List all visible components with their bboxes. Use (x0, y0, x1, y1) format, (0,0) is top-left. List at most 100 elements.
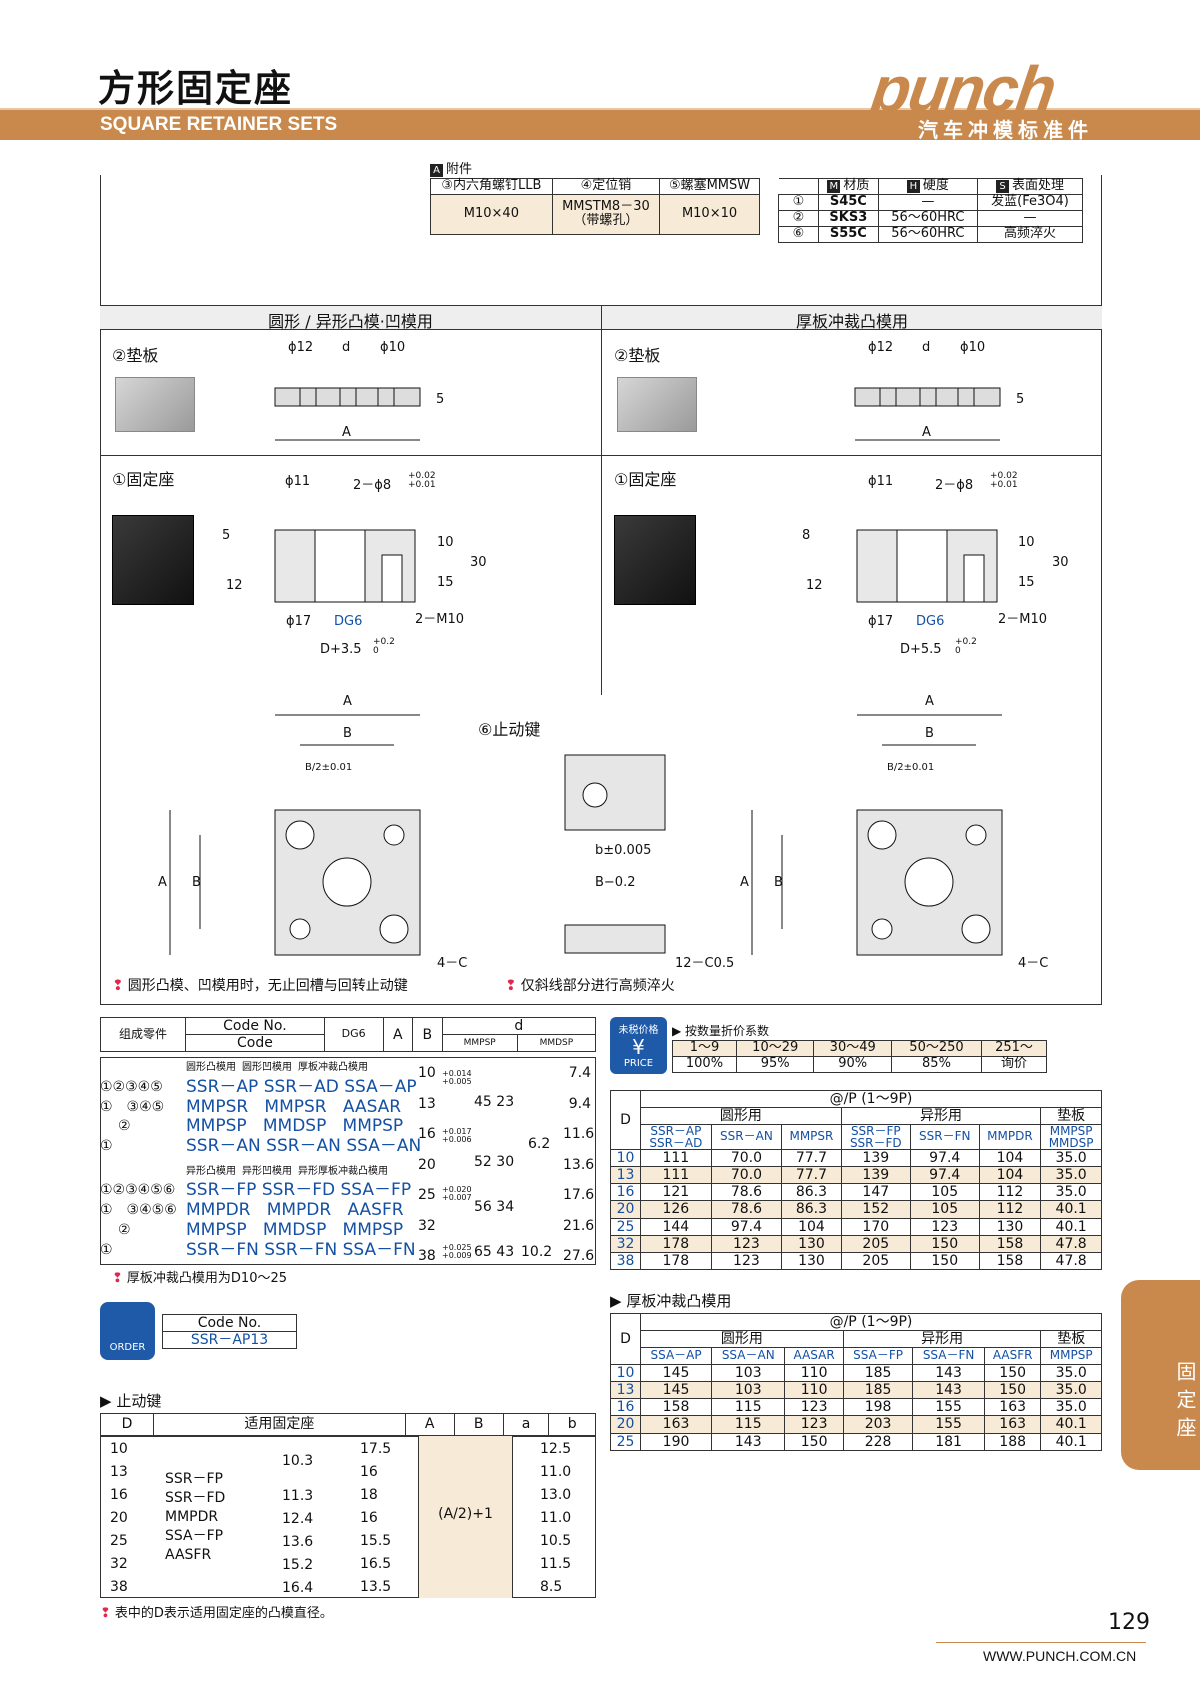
dim-phi11-right: ϕ11 (868, 474, 894, 489)
pad-label-left: ②垫板 (112, 346, 159, 365)
page-title: 方形固定座 (98, 67, 293, 110)
note-right: 仅斜线部分进行高频淬火 (505, 975, 675, 995)
dim-phi8-tol-right: +0.02 +0.01 (990, 471, 1018, 490)
d-mmpsp-2: 10.2 (521, 1244, 553, 1260)
dim-30-right: 30 (1052, 555, 1069, 570)
note-key: 表中的D表示适用固定座的凸模直径。 (100, 1602, 333, 1621)
key-seats: SSR－FP SSR－FD MMPDR SSA－FP AASFR (165, 1471, 226, 1563)
dim-phi8-right: 2－ϕ8 (935, 478, 974, 493)
parts-table-body (100, 1057, 596, 1265)
key-label: ⑥止动键 (478, 720, 541, 739)
price-discount-title: ▶ 按数量折价系数 (672, 1024, 770, 1038)
plan-Av-left: A (158, 875, 167, 890)
d-mmpsp-1: 6.2 (528, 1136, 551, 1152)
dim-10-right: 10 (1018, 535, 1035, 550)
pad-drawing-right (854, 387, 1001, 441)
dim-d-left: d (342, 340, 351, 355)
plan-A-left: A (343, 694, 352, 709)
dim-5-right: 5 (1016, 392, 1025, 407)
plan-4C-left: 4－C (437, 956, 468, 971)
base-drawing-left (274, 529, 416, 603)
plan-Av-right: A (740, 875, 749, 890)
base-photo-left (112, 515, 194, 605)
pad-label-right: ②垫板 (614, 346, 661, 365)
plan-B2-left: B/2±0.01 (305, 762, 353, 773)
price2-title: ▶ 厚板冲裁凸模用 (610, 1292, 732, 1310)
dim-d35-tol: +0.2 0 (373, 637, 395, 656)
dim-phi17-left: ϕ17 (286, 614, 312, 629)
sub-header-1: 圆形凸模用圆形凹模用厚板冲裁凸模用 (186, 1062, 368, 1073)
footer-rule (936, 1642, 1146, 1643)
dim-dg6-right: DG6 (916, 614, 945, 629)
codes-group-1: SSR－AP SSR－AD SSA－AP MMPSR MMPSR AASAR M… (186, 1077, 422, 1156)
dim-phi11-left: ϕ11 (285, 474, 311, 489)
base-label-right: ①固定座 (614, 470, 677, 489)
plan-view-right (751, 714, 1003, 956)
plan-A-right: A (925, 694, 934, 709)
dim-phi10-left: ϕ10 (380, 340, 406, 355)
dim-5-left: 5 (436, 392, 445, 407)
key-drawing (564, 754, 666, 954)
dim-15-right: 15 (1018, 575, 1035, 590)
plan-view-left (169, 714, 421, 956)
plan-Bv-left: B (192, 875, 201, 890)
dim-A-pad-left: A (342, 425, 351, 440)
dim-d-right: d (922, 340, 931, 355)
page-header: 方形固定座 SQUARE RETAINER SETS punch 汽车冲模标准件 (0, 0, 1200, 150)
dim-phi12-right: ϕ12 (868, 340, 894, 355)
dim-m10-left: 2－M10 (415, 612, 465, 627)
pad-photo-right (617, 377, 697, 432)
key-B-dim: B−0.2 (595, 875, 636, 890)
note-left: 圆形凸模、凹模用时，无止回槽与回转止动键 (112, 975, 408, 995)
price-badge: 未税价格¥PRICE (610, 1017, 667, 1074)
side-tab[interactable]: 固定座 (1121, 1280, 1200, 1470)
dim-d55-right: D+5.5 (900, 642, 942, 657)
dim-m10-right: 2－M10 (998, 612, 1048, 627)
sub-header-2: 异形凸模用异形凹模用异形厚板冲裁凸模用 (186, 1166, 388, 1177)
dim-phi8-tol-left: +0.02 +0.01 (408, 471, 436, 490)
pad-photo-left (115, 377, 195, 432)
note-thick: 厚板冲裁凸模用为D10～25 (112, 1267, 287, 1286)
codes-group-2: SSR－FP SSR－FD SSA－FP MMPDR MMPDR AASFR M… (186, 1180, 416, 1260)
dim-15-left: 15 (437, 575, 454, 590)
dim-phi12-left: ϕ12 (288, 340, 314, 355)
key-c-dim: 12－C0.5 (675, 956, 735, 971)
dim-10-left: 10 (437, 535, 454, 550)
order-badge: ORDER (100, 1302, 155, 1360)
order-table: Code No. SSR－AP13 (162, 1313, 297, 1350)
base-drawing-right (856, 529, 998, 603)
panel-divider-top (601, 305, 602, 455)
dim-phi8-left: 2－ϕ8 (353, 478, 392, 493)
key-table-body (100, 1436, 596, 1598)
dim-phi10-right: ϕ10 (960, 340, 986, 355)
dim-dg6-left: DG6 (334, 614, 363, 629)
footer-url[interactable]: WWW.PUNCH.COM.CN (983, 1648, 1137, 1664)
key-table-title: ▶ 止动键 (100, 1392, 162, 1410)
dg6-values: +0.014 +0.005+0.017 +0.006+0.020 +0.007+… (442, 1069, 472, 1260)
plan-B-right: B (925, 726, 934, 741)
panel-title-right: 厚板冲裁凸模用 (795, 312, 908, 331)
plan-Bv-right: B (774, 875, 783, 890)
page-subtitle: SQUARE RETAINER SETS (100, 114, 338, 135)
dim-5tol-left: 5 (222, 528, 231, 543)
dim-12-right: 12 (806, 578, 823, 593)
header-band (0, 108, 1200, 140)
dim-12-left: 12 (226, 578, 243, 593)
plan-B-left: B (343, 726, 352, 741)
plan-4C-right: 4－C (1018, 956, 1049, 971)
dim-phi17-right: ϕ17 (868, 614, 894, 629)
page-number: 129 (1108, 1610, 1150, 1635)
brand-tagline: 汽车冲模标准件 (918, 118, 1093, 142)
